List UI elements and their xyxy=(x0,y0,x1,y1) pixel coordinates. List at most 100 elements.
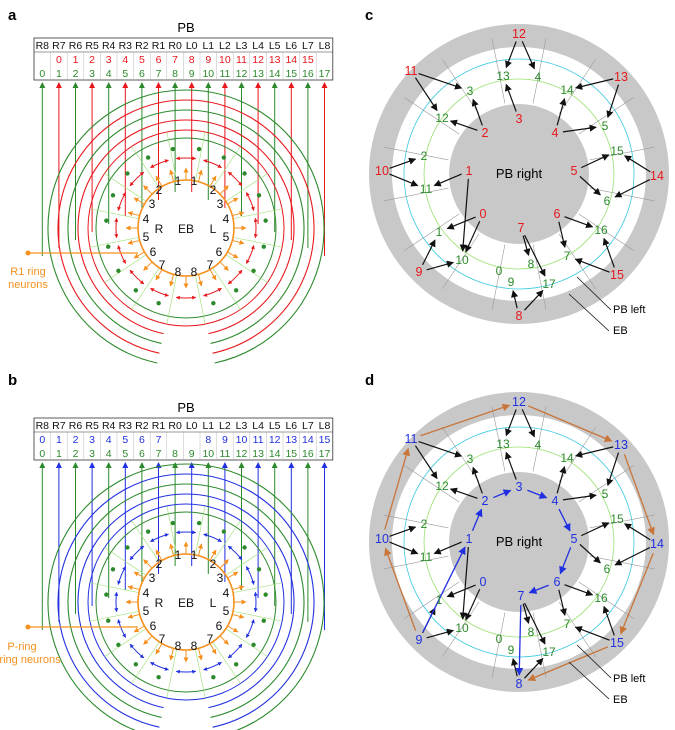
eb-wedge-arrow xyxy=(245,566,255,585)
pb-projection-arrowhead xyxy=(39,462,46,468)
inner-glomerulus-number: 15 xyxy=(610,512,624,526)
pb-bottom-number: 9 xyxy=(189,68,195,80)
sector-divider xyxy=(578,581,634,619)
pb-right-disc xyxy=(449,472,589,612)
pb-glomerulus-label: R2 xyxy=(135,420,149,432)
blue-shift-arrow xyxy=(471,508,483,531)
pb-top-number: 3 xyxy=(89,434,95,446)
eb-spoke xyxy=(89,582,139,593)
sector-divider xyxy=(404,581,460,619)
connection-arrow xyxy=(581,154,610,169)
pb-bottom-number: 12 xyxy=(236,68,248,80)
ring-neuron-arrow xyxy=(219,185,229,195)
eb-wedge-number: 5 xyxy=(223,230,230,244)
pb-top-number: 8 xyxy=(189,54,195,66)
pb-top-number: 14 xyxy=(302,434,314,446)
pb-top-number: 5 xyxy=(139,54,145,66)
connection-arrow xyxy=(602,605,615,636)
pb-projection-arrowhead xyxy=(255,462,262,468)
eb-wedge-number: 6 xyxy=(216,245,223,259)
sector-divider xyxy=(404,465,460,503)
eb-wedge-number: 2 xyxy=(210,557,217,571)
sector-divider xyxy=(383,187,449,202)
pb-glomerulus-label: L7 xyxy=(302,40,314,52)
pb-glomerulus-label: R1 xyxy=(152,40,166,52)
ring-neuron-arrow xyxy=(143,559,153,569)
brown-long-arrow xyxy=(527,405,613,442)
ring-neuron-arrow xyxy=(143,261,153,271)
pb-projection-arrowhead xyxy=(138,82,145,88)
ring-neuron-arrow xyxy=(133,571,145,579)
ring-neuron-arrow xyxy=(227,197,239,205)
eb-spoke xyxy=(131,641,160,684)
pb-top-number: 6 xyxy=(156,54,162,66)
outer-glomerulus-number: 7 xyxy=(518,221,525,235)
eb-outer-ring xyxy=(47,89,325,364)
inner-glomerulus-number: 9 xyxy=(508,275,515,289)
pb-projection-arrowhead xyxy=(288,82,295,88)
outer-glomerulus-number: 9 xyxy=(416,265,423,279)
pb-bottom-number: 13 xyxy=(252,448,264,460)
connection-arrow xyxy=(579,175,601,196)
eb-inner-boundary xyxy=(423,446,615,638)
outer-glomerulus-number: 13 xyxy=(614,70,628,84)
pb-glomerulus-label: R2 xyxy=(135,40,149,52)
pb-top-number: 10 xyxy=(236,434,248,446)
eb-spoke xyxy=(104,628,147,657)
pb-glomerulus-label: L6 xyxy=(285,40,297,52)
pb-bottom-number: 15 xyxy=(285,448,297,460)
pb-projection-arrowhead xyxy=(238,82,245,88)
eb-terminal-dot xyxy=(145,155,151,160)
eb-spoke xyxy=(225,628,268,657)
eb-terminal-dot xyxy=(263,592,268,597)
eb-wedge-number: 4 xyxy=(143,586,150,600)
ring-neuron-arrow xyxy=(227,625,239,633)
panel-c-eb-label: EB xyxy=(613,325,628,337)
pb-glomerulus-label: R6 xyxy=(69,40,83,52)
sector-divider xyxy=(491,38,506,104)
inner-glomerulus-number: 2 xyxy=(421,149,428,163)
eb-spoke xyxy=(212,146,241,189)
inner-glomerulus-number: 5 xyxy=(602,119,609,133)
eb-wedge-arrow xyxy=(129,171,145,187)
panel-d-diagram: 0123456789101112131415012345678910111213… xyxy=(369,392,669,700)
eb-terminal-dot xyxy=(261,618,266,623)
panel-b-diagram: R800R711R622R533R444R355R266R177R08L09L1… xyxy=(25,417,334,730)
eb-spoke xyxy=(233,208,283,219)
inner-glomerulus-number: 10 xyxy=(455,253,469,267)
outer-glomerulus-number: 9 xyxy=(416,633,423,647)
connection-arrow xyxy=(414,445,438,480)
connection-arrow xyxy=(562,124,597,133)
pb-glomerulus-label: R1 xyxy=(152,420,166,432)
eb-center-label: EB xyxy=(178,596,194,610)
pb-glomerulus-label: L3 xyxy=(236,420,248,432)
ring-neuron-arrow xyxy=(143,185,153,195)
pb-glomerulus-label: L2 xyxy=(219,420,231,432)
outer-glomerulus-number: 15 xyxy=(610,636,624,650)
sector-divider xyxy=(589,146,655,161)
pb-top-number: 15 xyxy=(302,54,314,66)
eb-spoke xyxy=(225,254,268,283)
sector-divider xyxy=(578,213,634,251)
panel-a-ring-label-2: neurons xyxy=(8,279,48,291)
connection-arrow xyxy=(614,179,651,198)
connection-arrow xyxy=(426,628,455,639)
eb-spoke xyxy=(233,582,283,593)
ring-neuron-arrow xyxy=(133,197,145,205)
brown-long-arrow xyxy=(420,403,511,437)
inner-glomerulus-number: 6 xyxy=(604,562,611,576)
pb-glomerulus-label: L1 xyxy=(202,40,214,52)
pb-top-number: 1 xyxy=(56,434,62,446)
pb-projection-arrowhead xyxy=(55,82,62,88)
pb-bottom-number: 0 xyxy=(39,448,45,460)
eb-wedge-arrow xyxy=(175,295,197,300)
outer-glomerulus-number: 1 xyxy=(466,532,473,546)
connection-arrow xyxy=(602,237,615,268)
outer-glomerulus-number: 4 xyxy=(552,126,559,140)
pb-bottom-number: 1 xyxy=(56,68,62,80)
panel-b-ring-label-2: ring neurons xyxy=(0,654,61,666)
eb-wedge-number: 7 xyxy=(207,258,214,272)
connection-arrow xyxy=(524,290,544,311)
pb-bottom-number: 14 xyxy=(269,68,281,80)
pb-glomerulus-label: R0 xyxy=(168,40,182,52)
